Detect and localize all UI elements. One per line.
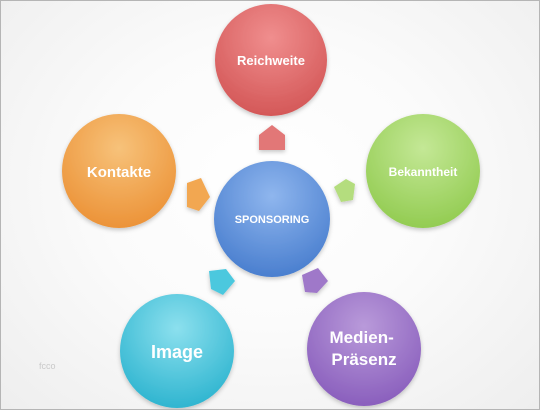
arrow-to-reichweite xyxy=(259,125,285,150)
arrow-to-medien xyxy=(302,268,328,293)
node-image-label: Image xyxy=(151,342,203,362)
node-bekanntheit: Bekanntheit xyxy=(366,114,480,228)
node-reichweite: Reichweite xyxy=(215,4,327,116)
arrow-to-bekanntheit xyxy=(334,179,355,202)
node-image-circle xyxy=(120,294,234,408)
node-medien-circle xyxy=(307,292,421,406)
node-image: Image xyxy=(120,294,234,408)
watermark-text: fcco xyxy=(39,361,56,371)
connector-arrows xyxy=(187,125,355,295)
node-bekanntheit-circle xyxy=(366,114,480,228)
node-kontakte-circle xyxy=(62,114,176,228)
node-center-label: SPONSORING xyxy=(235,214,310,226)
node-kontakte-label: Kontakte xyxy=(87,164,151,181)
arrow-to-kontakte xyxy=(187,178,210,211)
node-center-circle xyxy=(214,161,330,277)
node-reichweite-label: Reichweite xyxy=(237,53,305,68)
node-medien-praesenz: Medien- Präsenz xyxy=(307,292,421,406)
node-medien-label: Medien- Präsenz xyxy=(330,328,399,369)
arrow-to-image xyxy=(209,269,235,295)
node-bekanntheit-label: Bekanntheit xyxy=(389,165,458,179)
node-reichweite-circle xyxy=(215,4,327,116)
node-kontakte: Kontakte xyxy=(62,114,176,228)
node-center-sponsoring: SPONSORING xyxy=(214,161,330,277)
